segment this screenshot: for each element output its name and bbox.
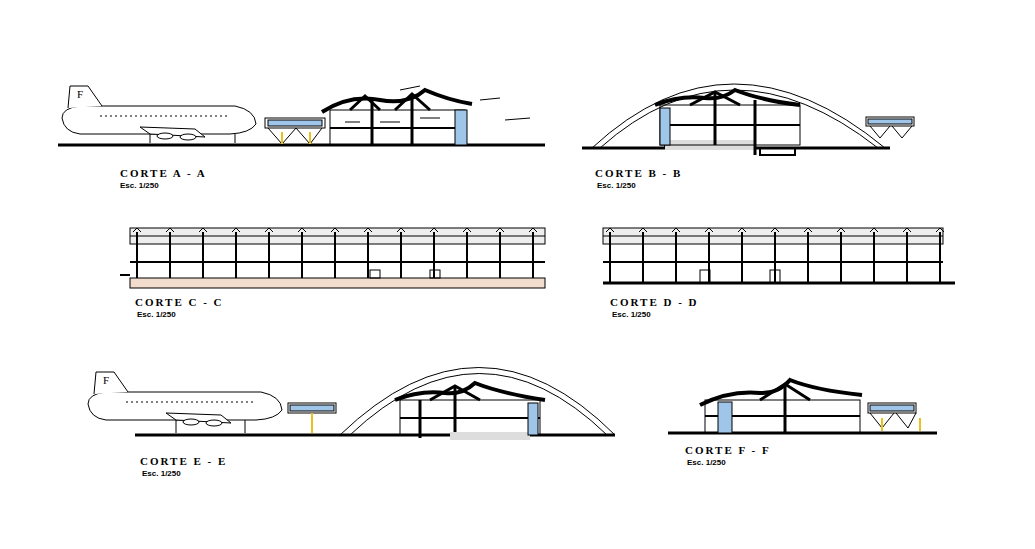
roof-truss: [639, 228, 647, 232]
scale-note: Esc. 1/250: [142, 470, 181, 478]
column-line: [334, 232, 336, 278]
roof-truss: [936, 228, 944, 232]
tail-letter: F: [77, 89, 83, 100]
section-title: CORTE A - A: [120, 168, 207, 179]
roof-truss: [232, 228, 240, 232]
column-line: [741, 232, 743, 283]
roof-truss: [529, 228, 537, 232]
roof-truss: [705, 228, 713, 232]
roof-truss: [463, 228, 471, 232]
section-title: CORTE C - C: [135, 297, 224, 308]
section-title: CORTE B - B: [595, 168, 682, 179]
column-line: [367, 232, 369, 278]
column-line: [675, 232, 677, 283]
column-line: [400, 232, 402, 278]
roof-truss: [738, 228, 746, 232]
column-line: [301, 232, 303, 278]
column-line: [202, 232, 204, 278]
scale-note: Esc. 1/250: [120, 182, 159, 190]
column-line: [136, 232, 138, 278]
column-line: [807, 232, 809, 283]
roof-truss: [837, 228, 845, 232]
roof-truss: [430, 228, 438, 232]
section-c: [120, 228, 545, 288]
scale-note: Esc. 1/250: [612, 311, 651, 319]
column-line: [235, 232, 237, 278]
scale-note: Esc. 1/250: [687, 459, 726, 467]
column-line: [268, 232, 270, 278]
roof-truss: [903, 228, 911, 232]
column-line: [532, 232, 534, 278]
column-line: [774, 232, 776, 283]
scale-note: Esc. 1/250: [597, 182, 636, 190]
column-line: [466, 232, 468, 278]
roof-truss: [331, 228, 339, 232]
roof-truss: [496, 228, 504, 232]
roof-truss: [133, 228, 141, 232]
column-line: [939, 232, 941, 283]
roof-truss: [298, 228, 306, 232]
section-a: [58, 86, 545, 145]
tail-letter: F: [103, 375, 109, 386]
section-title: CORTE E - E: [140, 456, 227, 467]
section-f: [668, 380, 937, 433]
roof-truss: [771, 228, 779, 232]
column-line: [840, 232, 842, 283]
roof-truss: [199, 228, 207, 232]
roof-truss: [804, 228, 812, 232]
roof-truss: [606, 228, 614, 232]
roof-truss: [397, 228, 405, 232]
column-line: [708, 232, 710, 283]
column-line: [642, 232, 644, 283]
roof-truss: [364, 228, 372, 232]
roof-truss: [870, 228, 878, 232]
scale-note: Esc. 1/250: [137, 311, 176, 319]
column-line: [873, 232, 875, 283]
section-d: [603, 228, 955, 283]
section-title: CORTE F - F: [685, 445, 771, 456]
column-line: [906, 232, 908, 283]
section-e: [88, 368, 615, 441]
roof-truss: [672, 228, 680, 232]
column-line: [609, 232, 611, 283]
section-b: [582, 84, 914, 155]
roof-truss: [265, 228, 273, 232]
section-title: CORTE D - D: [610, 297, 699, 308]
column-line: [169, 232, 171, 278]
column-line: [499, 232, 501, 278]
roof-truss: [166, 228, 174, 232]
column-line: [433, 232, 435, 278]
